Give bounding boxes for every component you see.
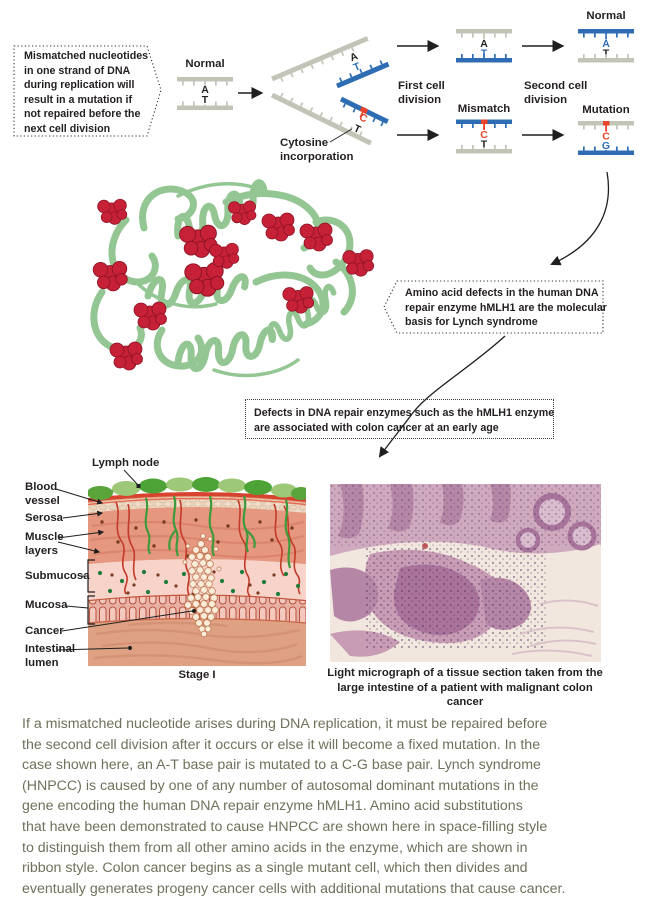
- duplex-normal-right: A T: [578, 29, 634, 63]
- duplex-after-first-division: A T: [456, 29, 512, 63]
- base-a: A: [602, 38, 610, 50]
- replication-fork: A T C T: [270, 36, 390, 146]
- base-t: T: [481, 139, 488, 151]
- base-t: T: [202, 94, 209, 106]
- base-c: C: [480, 129, 488, 141]
- protein-ribbon-hmlh1: [90, 162, 375, 394]
- label-muscle-layers: Muscle layers: [25, 531, 64, 557]
- ribbon-helix: [174, 323, 276, 374]
- label-intestinal-lumen: Intestinal lumen: [25, 643, 76, 669]
- arrow-mutation-to-callout: [550, 171, 610, 266]
- cytosine-leader-line: [329, 128, 353, 143]
- lymphatic-fibers: [144, 495, 292, 569]
- base-c: C: [602, 131, 610, 143]
- base-t: T: [352, 60, 363, 74]
- base-t: T: [481, 48, 488, 60]
- duplex-mismatch: C T: [456, 119, 512, 154]
- blood-vessels: [115, 499, 301, 597]
- duplex-normal-left: A T: [177, 77, 233, 110]
- muscle-dots: [100, 518, 294, 558]
- label-second-cell-division: Second cell division: [524, 80, 588, 106]
- base-a: A: [480, 38, 488, 50]
- dna-replication-diagram: A T A T: [177, 29, 634, 155]
- callout-colon-cancer-text: Defects in DNA repair enzymes such as th…: [254, 407, 555, 434]
- base-t: T: [603, 48, 610, 60]
- label-mucosa: Mucosa: [25, 599, 68, 611]
- label-blood-vessel: Blood vessel: [25, 481, 60, 507]
- connector-arrows: [550, 171, 610, 266]
- submucosa-dots: [97, 569, 301, 597]
- label-mutation: Mutation: [582, 104, 630, 116]
- figure-legend-text: If a mismatched nucleotide arises during…: [22, 716, 566, 897]
- micrograph-image: [330, 484, 601, 662]
- colon-wall-illustration: [88, 476, 306, 666]
- label-first-cell-division: First cell division: [398, 80, 445, 106]
- lymph-nodes: [88, 477, 306, 500]
- label-serosa: Serosa: [25, 512, 63, 524]
- caption-stage: Stage I: [178, 669, 216, 681]
- label-mismatch: Mismatch: [457, 103, 511, 115]
- label-cancer: Cancer: [25, 625, 64, 637]
- tissue-layers: [88, 476, 306, 666]
- label-submucosa: Submucosa: [25, 570, 90, 582]
- arrow-to-figures: [378, 335, 506, 458]
- callout-mismatch-text: Mismatched nucleotides in one strand of …: [24, 50, 149, 135]
- callout-colon-cancer-box: [245, 399, 554, 439]
- tissue-texture: [330, 484, 601, 657]
- base-g: G: [602, 140, 610, 152]
- arrow-callouts-to-figures: [378, 335, 506, 458]
- callout-hmlh1-text: Amino acid defects in the human DNA repa…: [405, 287, 607, 329]
- base-a: A: [201, 84, 209, 96]
- callout-mismatch-box-outline: [13, 45, 162, 137]
- label-normal-left: Normal: [185, 58, 225, 70]
- base-a: A: [348, 50, 360, 64]
- anatomy-leaders: [55, 469, 196, 651]
- micrograph-caption: Light micrograph of a tissue section tak…: [327, 667, 603, 708]
- label-lymph-node: Lymph node: [92, 457, 160, 469]
- label-cytosine-incorporation: Cytosine incorporation: [280, 137, 354, 163]
- label-normal-right: Normal: [586, 10, 626, 22]
- base-t: T: [352, 122, 363, 136]
- callout-hmlh1-outline: [383, 280, 604, 334]
- duplex-mutation: C G: [578, 121, 634, 155]
